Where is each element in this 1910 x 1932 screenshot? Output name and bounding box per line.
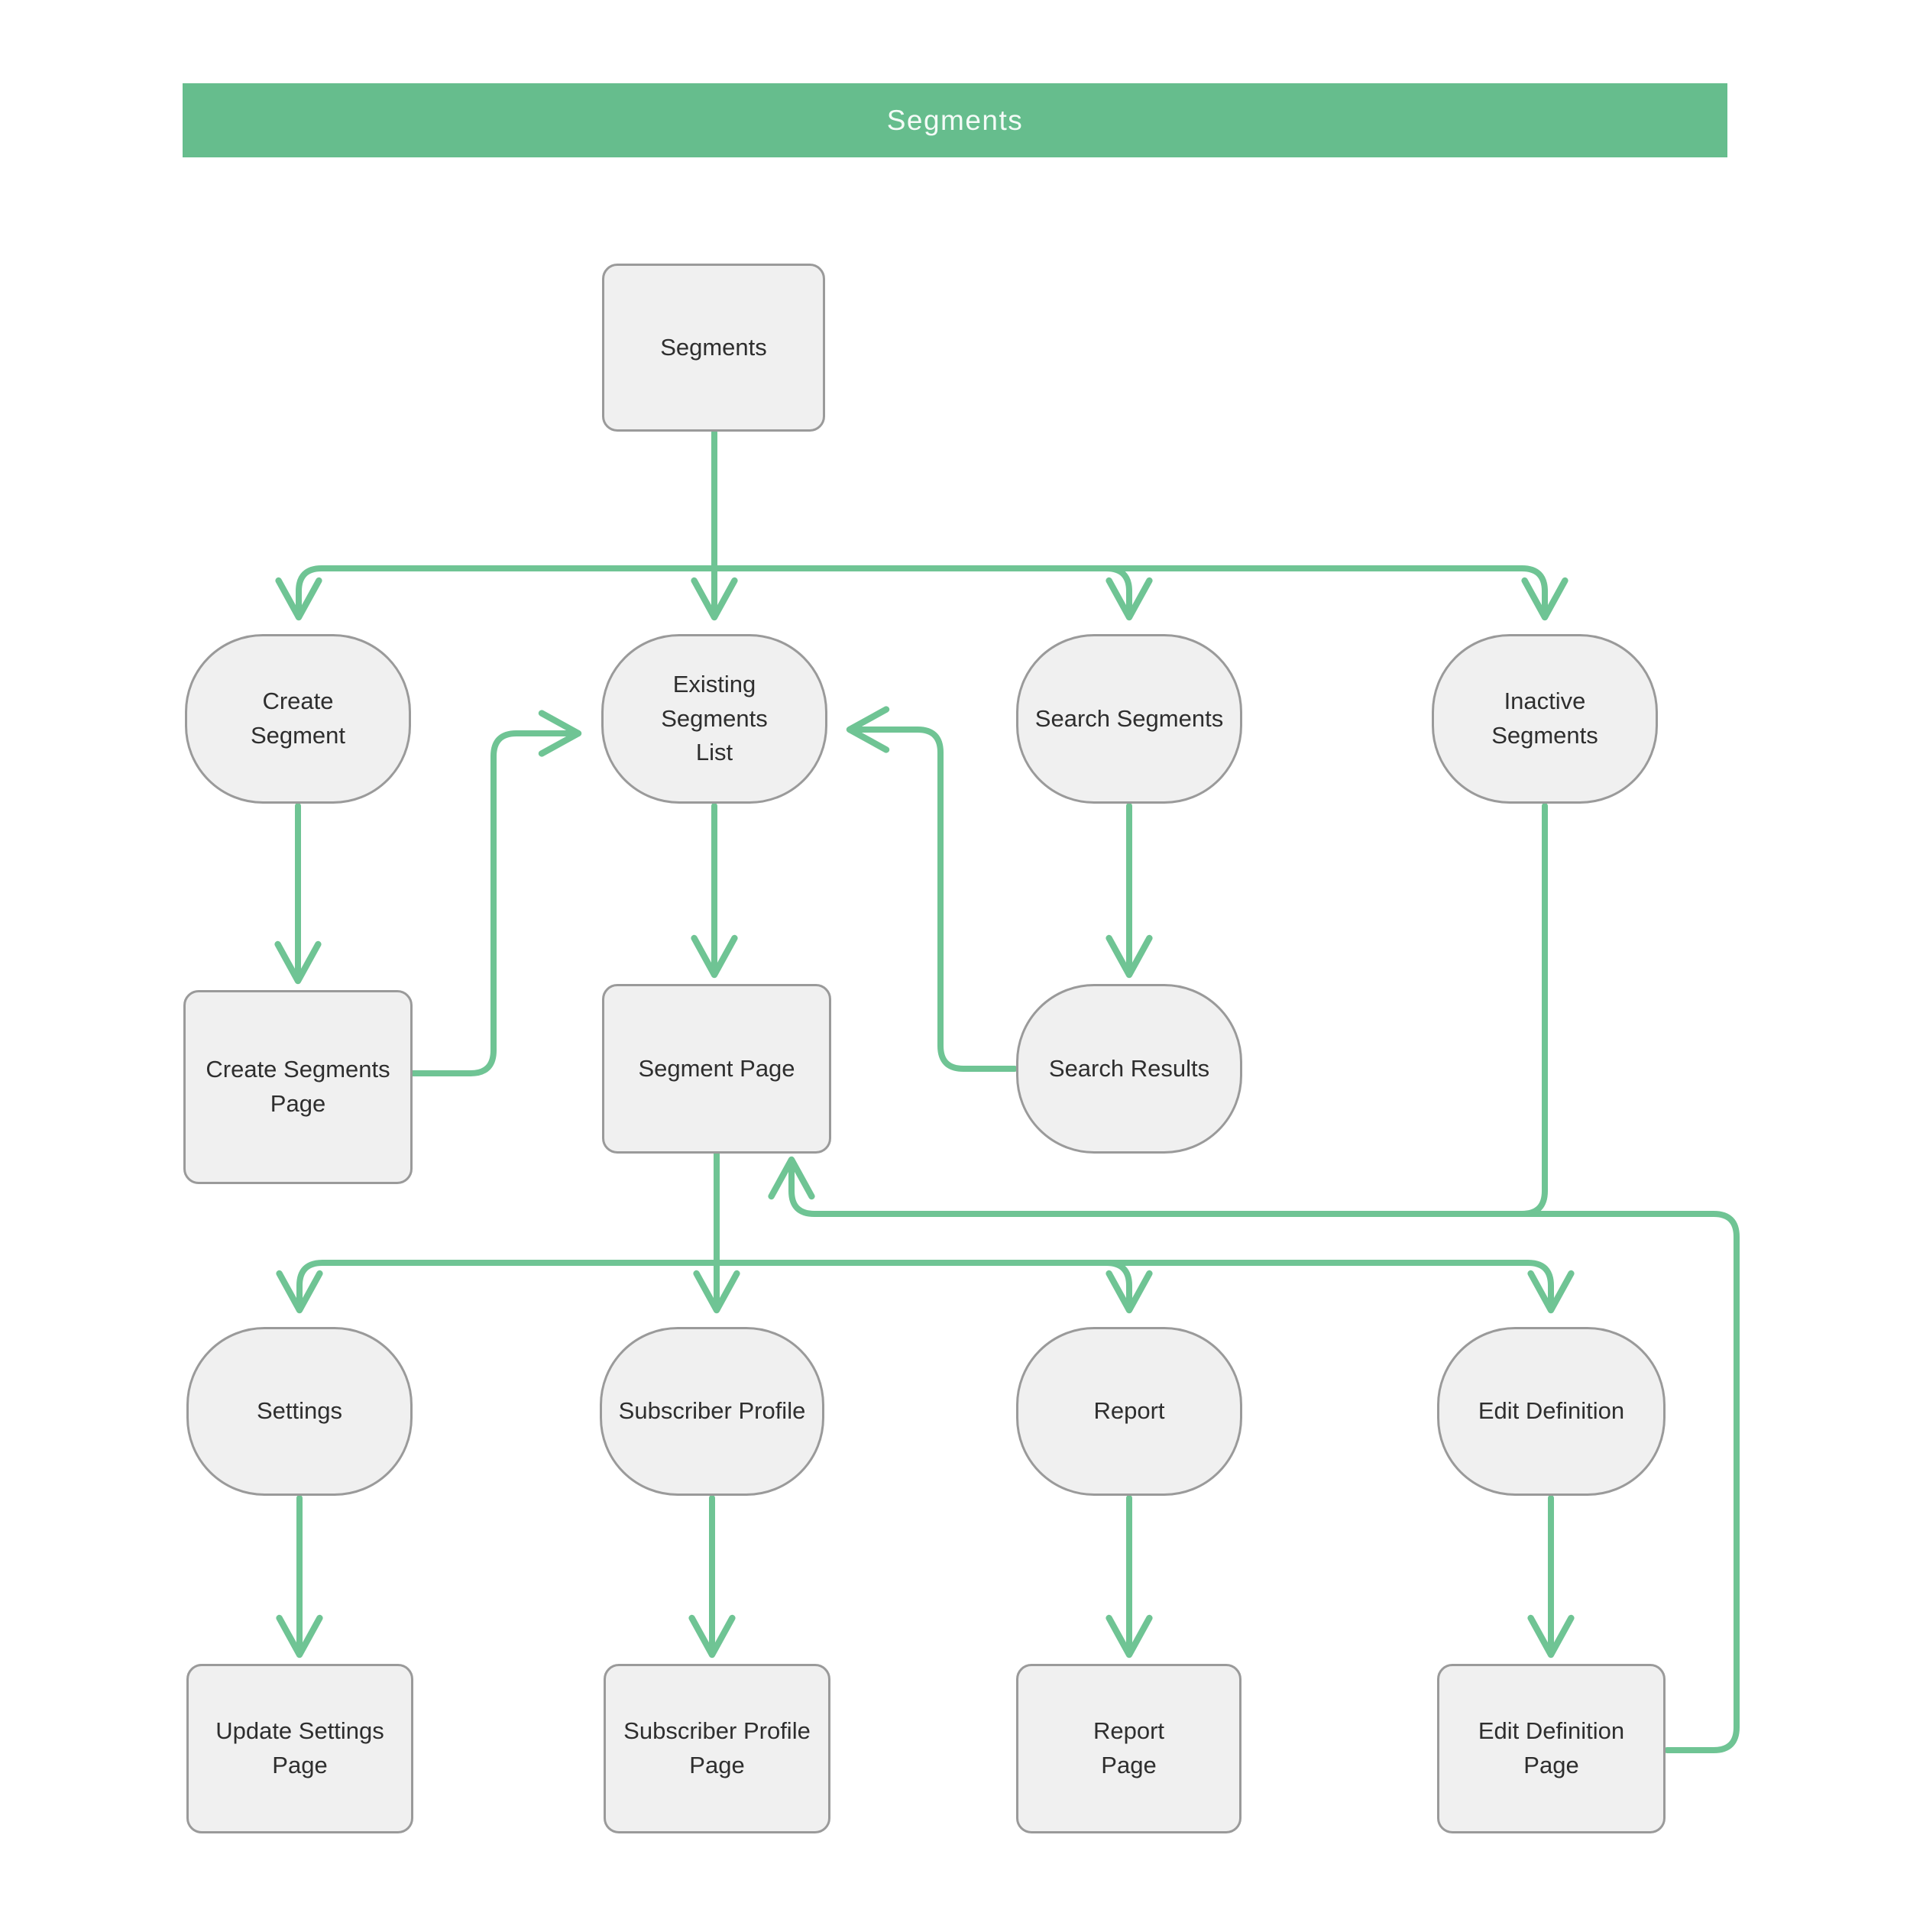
edge-segments-search-segments [1103, 565, 1153, 621]
node-settings: Settings [186, 1327, 413, 1496]
edge-segment-page-report [1103, 1260, 1153, 1314]
node-subscriber-profile-page: Subscriber Profile Page [604, 1664, 830, 1833]
node-report-page: Report Page [1016, 1664, 1242, 1833]
node-segment-page: Segment Page [602, 984, 831, 1154]
edge-search-results-existing-segments-list [846, 706, 1018, 1072]
edge-create-segments-page-existing-segments-list [410, 710, 582, 1076]
node-inactive-segments: Inactive Segments [1432, 634, 1658, 804]
node-create-segment: Create Segment [185, 634, 411, 804]
node-edit-definition: Edit Definition [1437, 1327, 1666, 1496]
edge-segments-inactive-segments [711, 565, 1568, 621]
edge-segment-page-edit-definition [714, 1260, 1575, 1314]
diagram-title: Segments [886, 104, 1024, 136]
edge-segment-page-settings [276, 1260, 720, 1314]
node-segments: Segments [602, 264, 825, 432]
node-existing-segments-list: Existing Segments List [601, 634, 827, 804]
edge-inactive-segments-segment-page [1449, 803, 1548, 1217]
node-subscriber-profile: Subscriber Profile [600, 1327, 824, 1496]
edge-segments-create-segment [275, 565, 717, 621]
node-report: Report [1016, 1327, 1242, 1496]
node-search-results: Search Results [1016, 984, 1242, 1154]
node-create-segments-page: Create Segments Page [183, 990, 413, 1184]
node-edit-definition-page: Edit Definition Page [1437, 1664, 1666, 1833]
diagram-title-bar: Segments [183, 83, 1727, 157]
node-update-settings-page: Update Settings Page [186, 1664, 413, 1833]
node-search-segments: Search Segments [1016, 634, 1242, 804]
